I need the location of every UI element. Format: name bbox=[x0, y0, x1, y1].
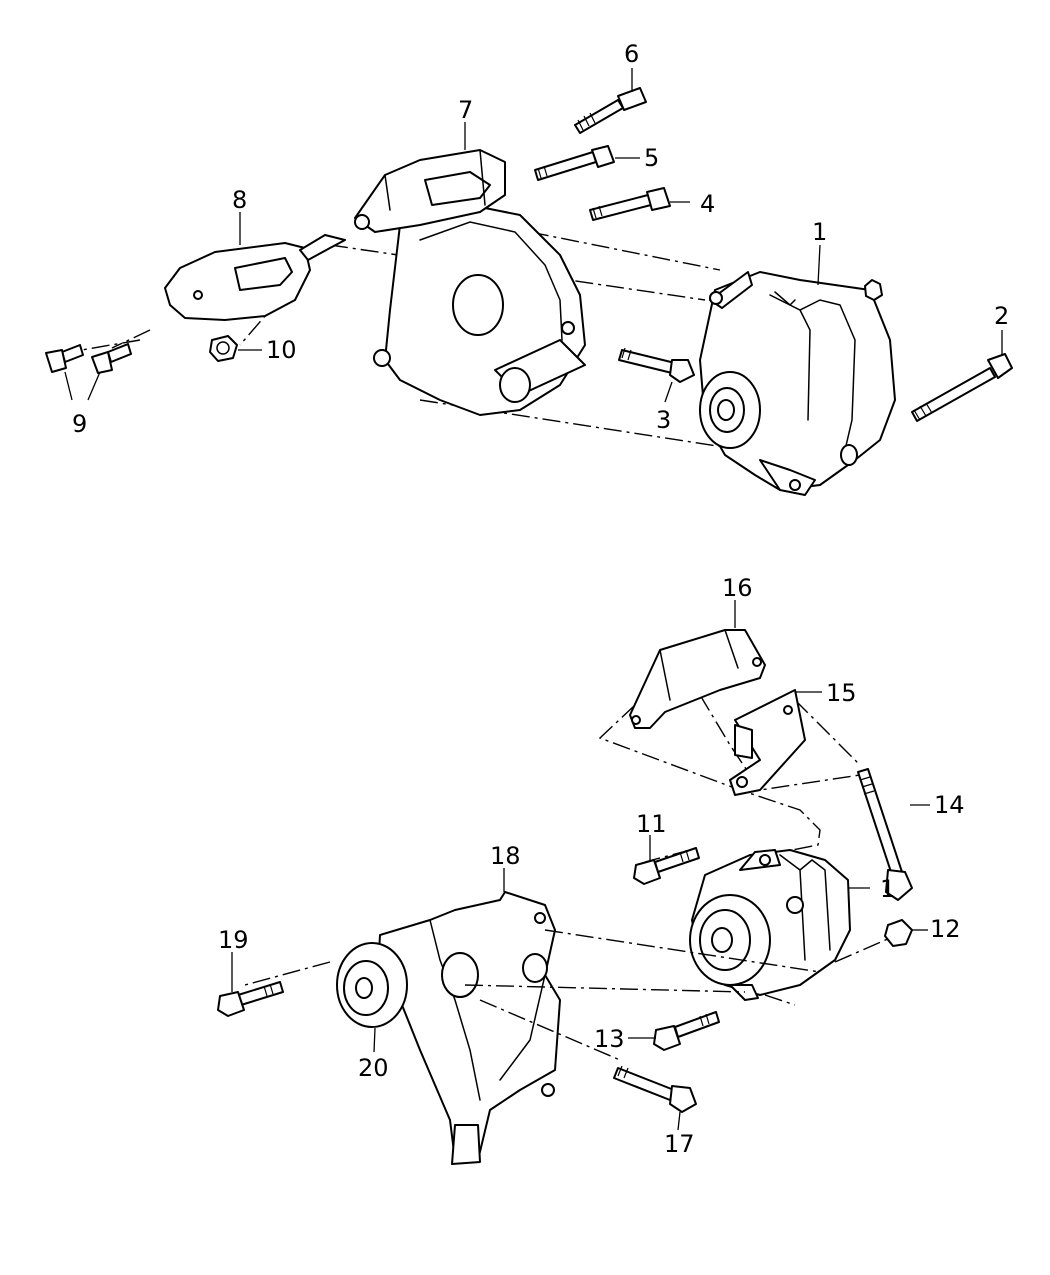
callout-4: 4 bbox=[700, 190, 715, 218]
strap-bracket-part-8 bbox=[164, 234, 346, 321]
idler-pulley-part-20 bbox=[336, 942, 408, 1028]
bolt-part-14 bbox=[857, 768, 913, 901]
bolt-part-19 bbox=[217, 981, 284, 1017]
leaders-top bbox=[64, 68, 1003, 403]
callout-6: 6 bbox=[624, 40, 639, 68]
callout-14: 14 bbox=[934, 791, 965, 819]
callout-20: 20 bbox=[358, 1054, 389, 1082]
bracket-part-18 bbox=[377, 891, 561, 1165]
bolt-part-3 bbox=[618, 347, 695, 383]
mounting-bracket-top bbox=[373, 204, 586, 416]
callout-2: 2 bbox=[994, 302, 1009, 330]
bracket-part-16 bbox=[629, 629, 766, 729]
callout-16: 16 bbox=[722, 574, 753, 602]
bracket-part-15 bbox=[729, 689, 806, 796]
upper-bracket-part-7 bbox=[354, 149, 506, 233]
callout-1-bottom: 1 bbox=[880, 875, 895, 903]
bolts-part-9 bbox=[45, 343, 132, 374]
callout-17: 17 bbox=[664, 1130, 695, 1158]
leaders-bottom bbox=[231, 600, 930, 1131]
assembly-lines-bottom-2 bbox=[464, 929, 891, 1061]
callout-1-top: 1 bbox=[812, 218, 827, 246]
alternator-bottom bbox=[689, 849, 851, 1001]
bolt-part-11 bbox=[633, 847, 700, 885]
bolt-part-4 bbox=[589, 187, 671, 221]
callout-13: 13 bbox=[594, 1025, 625, 1053]
assembly-lines-bottom bbox=[244, 694, 861, 986]
callout-18: 18 bbox=[490, 842, 521, 870]
callout-11: 11 bbox=[636, 810, 667, 838]
callout-7: 7 bbox=[458, 96, 473, 124]
bolt-part-2 bbox=[911, 353, 1013, 422]
callout-15: 15 bbox=[826, 679, 857, 707]
nut-part-10 bbox=[209, 335, 238, 362]
bolt-part-6 bbox=[574, 87, 647, 134]
alternator-top bbox=[699, 271, 896, 496]
callout-10: 10 bbox=[266, 336, 297, 364]
callout-3: 3 bbox=[656, 406, 671, 434]
callout-5: 5 bbox=[644, 144, 659, 172]
callout-19: 19 bbox=[218, 926, 249, 954]
callout-8: 8 bbox=[232, 186, 247, 214]
callout-numbers: 1 2 3 4 5 6 7 8 9 10 16 15 14 11 1 12 13… bbox=[72, 40, 1009, 1158]
callout-12: 12 bbox=[930, 915, 961, 943]
nut-part-12 bbox=[884, 919, 913, 947]
bolt-part-13 bbox=[653, 1011, 720, 1051]
callout-9: 9 bbox=[72, 410, 87, 438]
bolt-part-5 bbox=[534, 145, 615, 181]
bolt-part-17 bbox=[613, 1065, 697, 1113]
